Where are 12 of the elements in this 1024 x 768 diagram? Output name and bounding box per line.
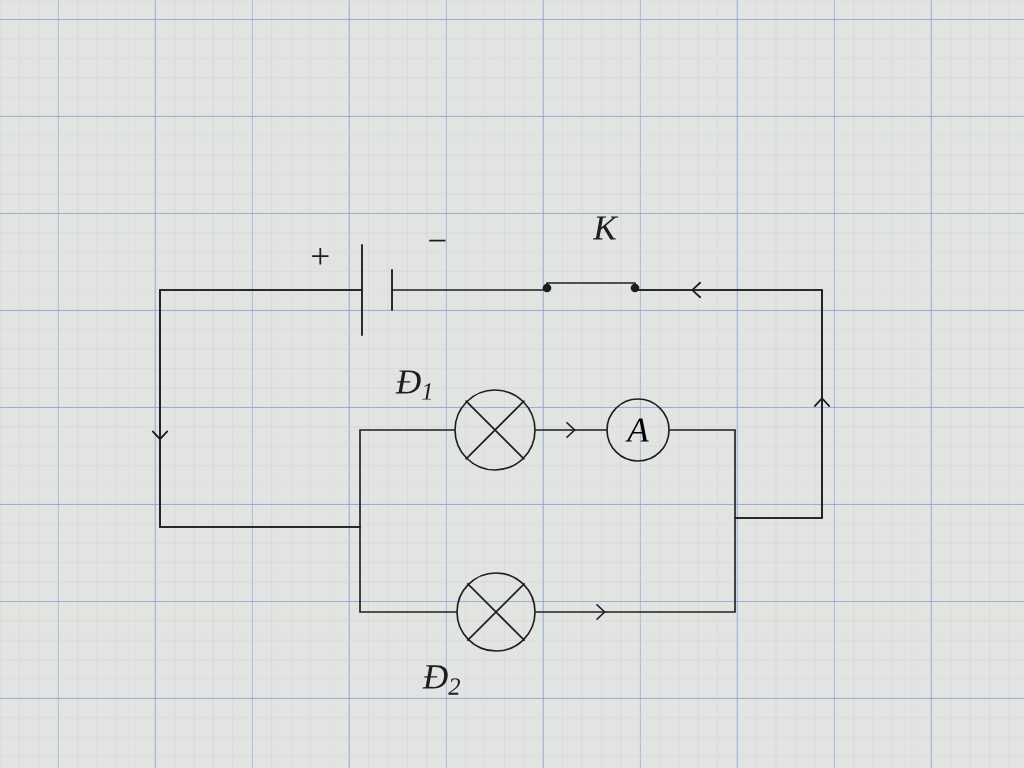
wire bbox=[535, 281, 831, 621]
switch-symbol bbox=[542, 282, 640, 293]
polarity-sign: + bbox=[312, 248, 329, 265]
polarity-sign: − bbox=[429, 239, 446, 242]
switch-label: K bbox=[592, 216, 619, 240]
wire bbox=[535, 421, 607, 439]
lamp-symbol bbox=[456, 572, 536, 652]
battery-symbol bbox=[361, 244, 393, 336]
lamp-label: Đ$_{1}$ bbox=[395, 370, 431, 400]
lamp-symbol bbox=[454, 389, 536, 471]
lamp-label: Đ$_{2}$ bbox=[422, 665, 460, 695]
wire bbox=[151, 289, 457, 613]
